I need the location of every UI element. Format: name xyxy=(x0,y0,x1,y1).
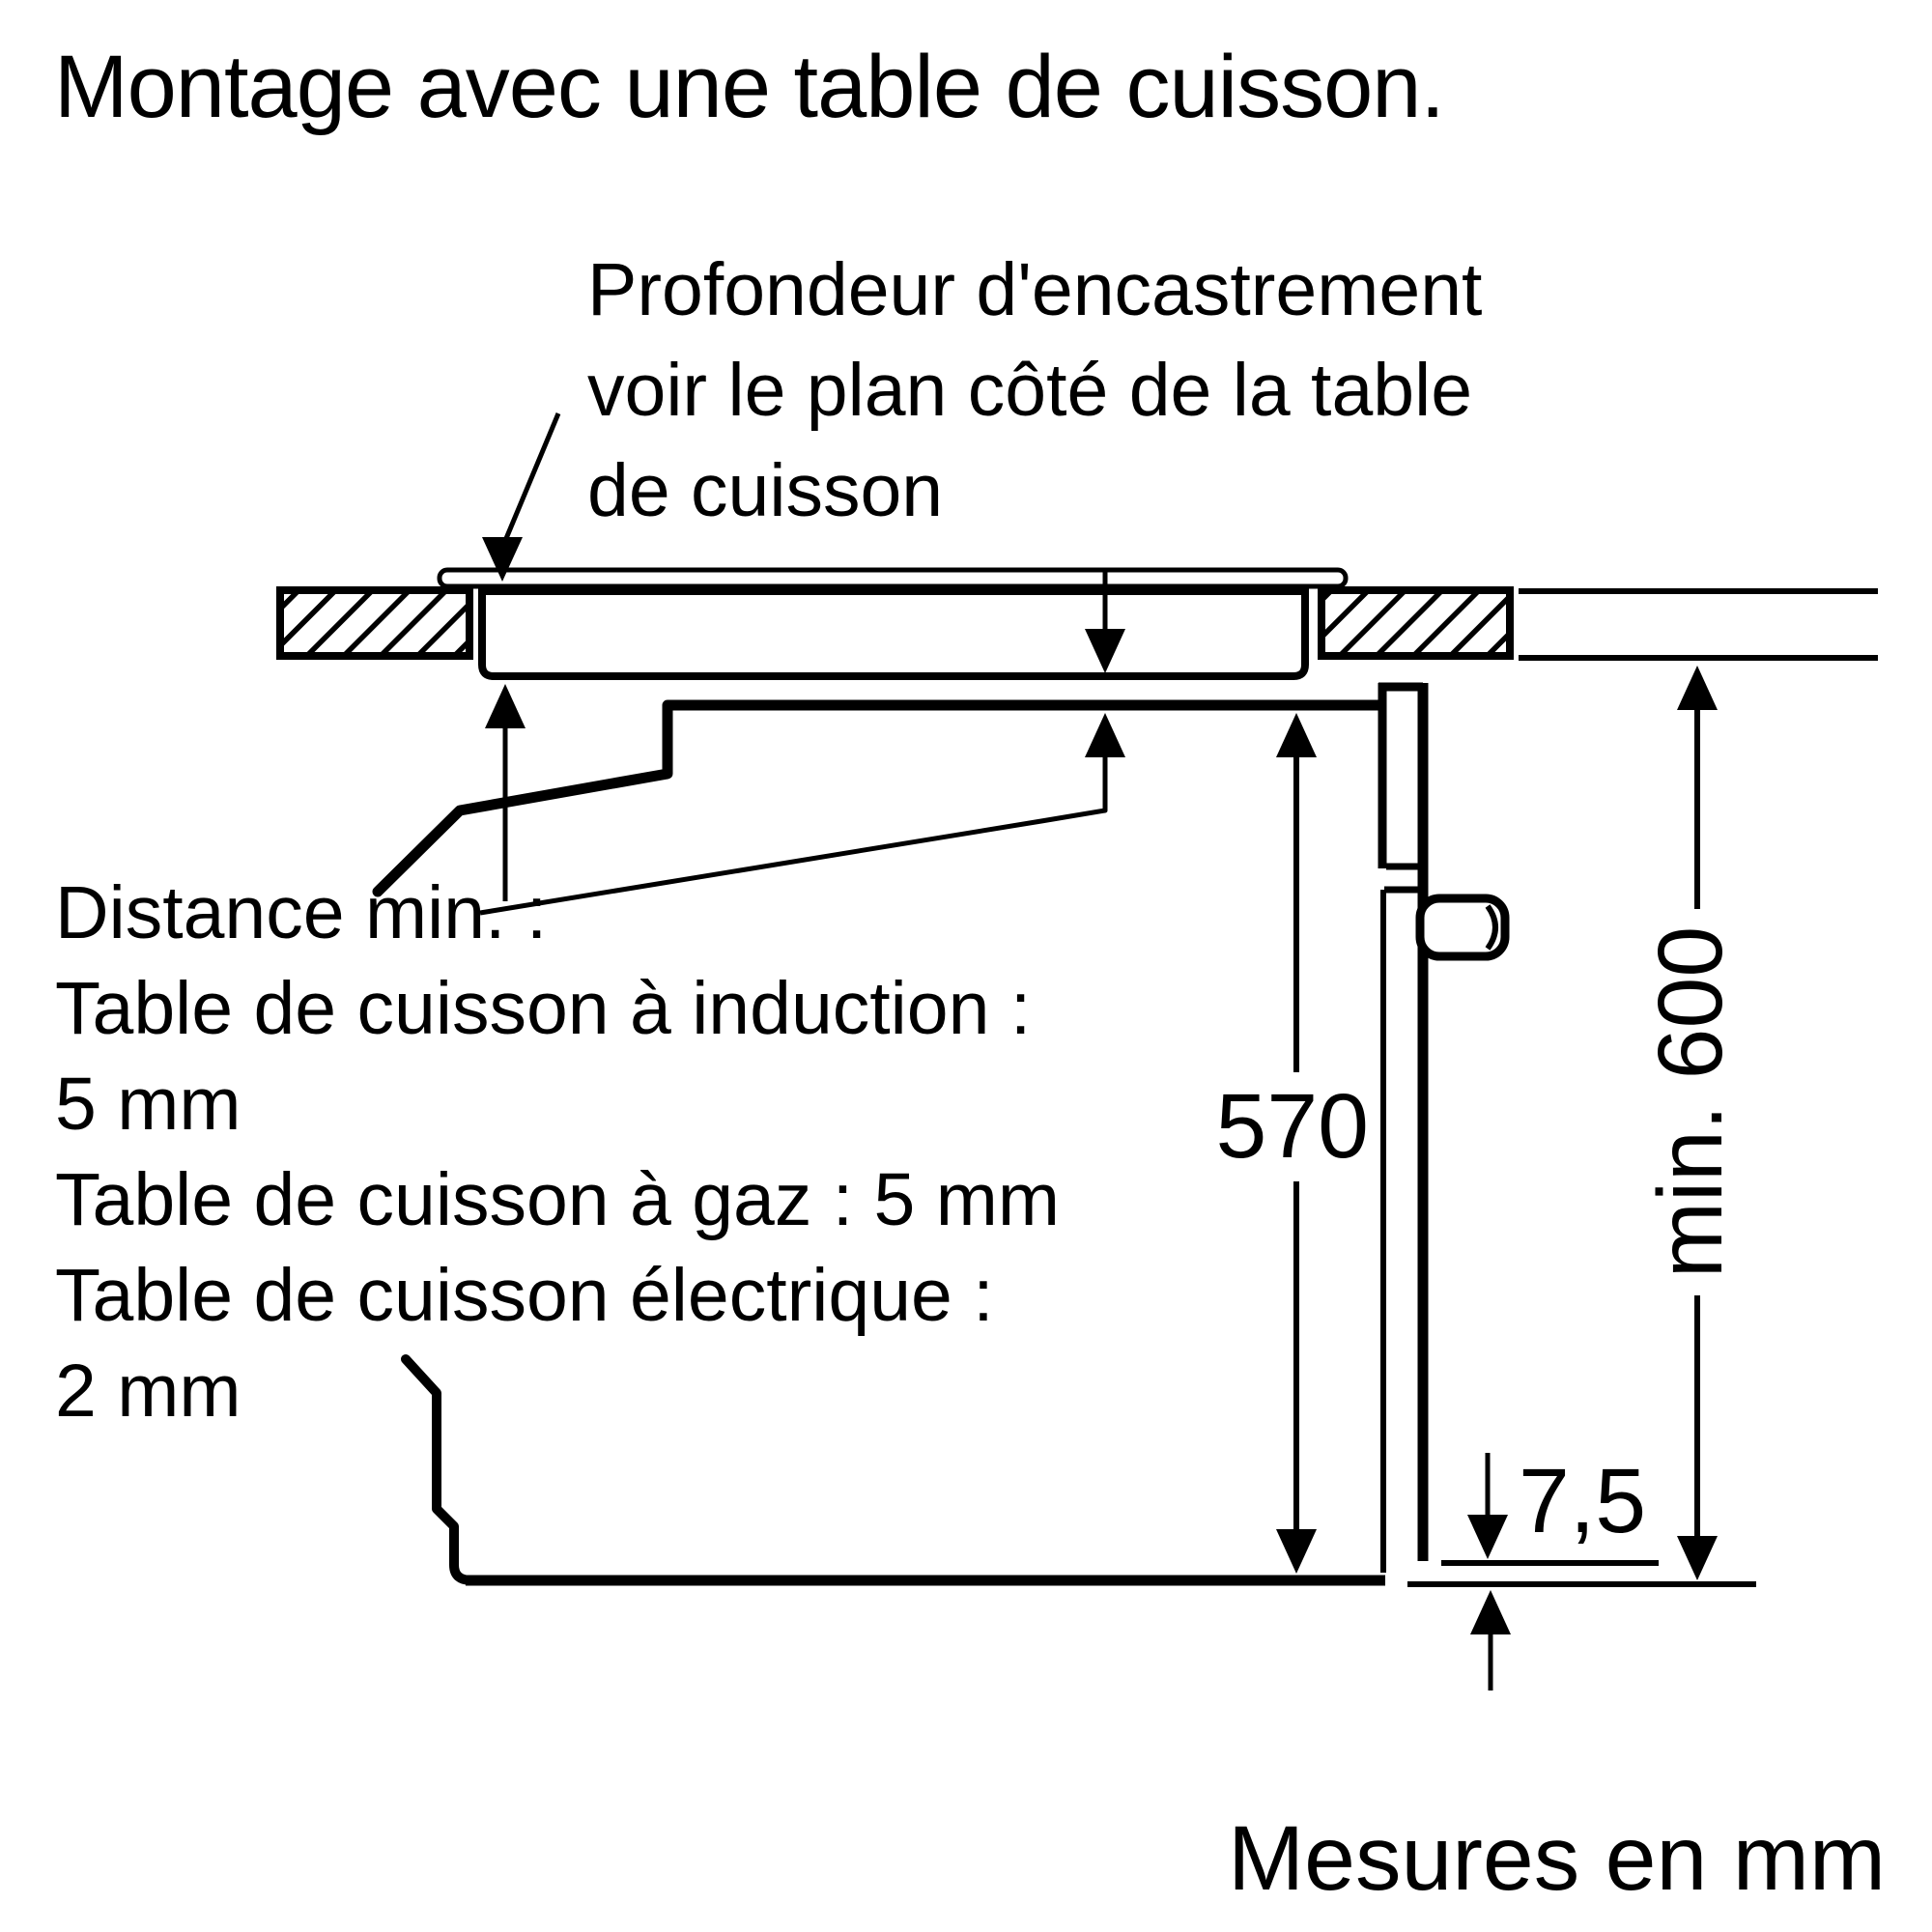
dim-570-top-arrowhead xyxy=(1276,713,1317,757)
worktop-left-section xyxy=(276,586,473,660)
dim-570-label: 570 xyxy=(1162,1072,1373,1181)
distance-line-2: Table de cuisson à induction : xyxy=(55,967,1032,1050)
dim-600-label: min. 600 xyxy=(1639,909,1742,1295)
cooktop-top-plate xyxy=(437,567,1349,589)
distance-min-up-arrowhead-left xyxy=(485,684,526,728)
distance-min-up-arrowhead-right xyxy=(1085,713,1125,757)
distance-min-leader-line xyxy=(479,755,1108,916)
encastrement-line-1: Profondeur d'encastrement xyxy=(587,248,1483,331)
page-title: Montage avec une table de cuisson. xyxy=(54,38,1445,136)
distance-line-1: Distance min. : xyxy=(55,871,548,954)
distance-line-6: 2 mm xyxy=(55,1350,242,1433)
dim-75-up-arrowhead xyxy=(1470,1590,1511,1634)
encastrement-line-2: voir le plan côté de la table xyxy=(587,349,1473,432)
dim-570-bottom-arrowhead xyxy=(1276,1529,1317,1574)
worktop-right-section xyxy=(1318,586,1514,660)
dim-600-bottom-arrowhead xyxy=(1677,1536,1718,1580)
encastrement-annotation: Profondeur d'encastrement voir le plan c… xyxy=(587,240,1482,541)
distance-line-3: 5 mm xyxy=(55,1063,242,1146)
units-note: Mesures en mm xyxy=(1227,1807,1886,1910)
encastrement-arrowhead-down xyxy=(482,537,523,582)
encastrement-depth-arrowhead xyxy=(1085,629,1125,673)
encastrement-leader-line xyxy=(499,412,561,549)
distance-min-annotation: Distance min. : Table de cuisson à induc… xyxy=(55,866,1060,1439)
encastrement-line-3: de cuisson xyxy=(587,449,944,532)
oven-knob xyxy=(1415,894,1510,961)
cooktop-body xyxy=(478,587,1309,680)
dim-75-label: 7,5 xyxy=(1519,1450,1647,1552)
oven-top-outline xyxy=(372,699,1384,897)
dim-600-top-arrowhead xyxy=(1677,666,1718,710)
distance-line-4: Table de cuisson à gaz : 5 mm xyxy=(55,1158,1061,1241)
distance-line-5: Table de cuisson électrique : xyxy=(55,1254,994,1337)
dim-75-down-arrowhead xyxy=(1467,1515,1508,1559)
oven-knob-face-line xyxy=(1485,904,1498,951)
